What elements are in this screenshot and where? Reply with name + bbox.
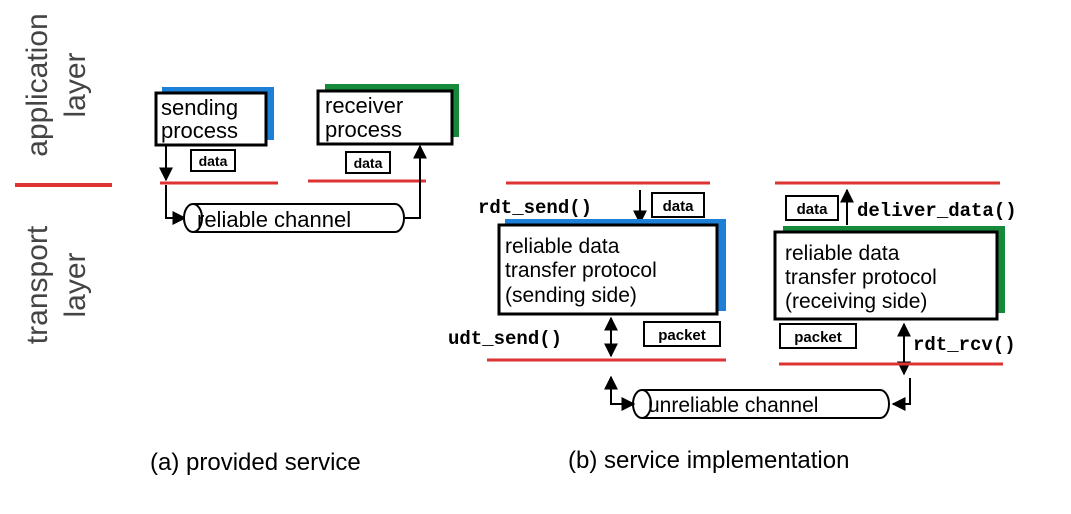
data-send-box xyxy=(651,192,705,218)
layer-labels: application layer transport layer xyxy=(15,13,112,344)
provided-service: sending process receiver process data da… xyxy=(150,84,459,476)
udt-send-label: udt_send() xyxy=(448,328,562,350)
sending-process-label-line1: sending xyxy=(161,95,238,120)
application-layer-label-line2: layer xyxy=(59,52,92,117)
rdt-send-label: rdt_send() xyxy=(478,197,592,219)
unreliable-channel-label: unreliable channel xyxy=(648,394,818,417)
into-channel-arrow xyxy=(165,185,187,225)
sender-protocol-box xyxy=(497,223,719,316)
unreliable-channel-pipe-end xyxy=(641,389,652,419)
channel-to-receiver-arrow xyxy=(891,378,911,411)
sender-protocol-line2: transfer protocol xyxy=(505,259,657,282)
packet-rcv-label: packet xyxy=(794,329,842,346)
sender-protocol-line1: reliable data xyxy=(505,235,620,258)
receiver-process-label-line1: receiver xyxy=(325,93,403,118)
sending-process-box xyxy=(154,91,268,147)
sending-process-label-line2: process xyxy=(161,118,238,143)
receiver-protocol-line1: reliable data xyxy=(785,242,900,265)
application-layer-label-line1: application xyxy=(21,13,54,156)
data-in-box xyxy=(345,151,391,174)
reliable-channel-label: reliable channel xyxy=(197,207,351,232)
transport-layer-label-line2: layer xyxy=(59,252,92,317)
receiver-protocol-line3: (receiving side) xyxy=(785,290,927,313)
sender-to-channel-arrow xyxy=(604,375,636,411)
data-deliver-label: data xyxy=(797,201,829,218)
service-implementation: rdt_send() data reliable data transfer p… xyxy=(448,181,1017,474)
data-out-box xyxy=(190,149,236,172)
receiver-process-box xyxy=(316,89,454,146)
transport-layer-label-line1: transport xyxy=(21,225,54,344)
provided-service-caption: (a) provided service xyxy=(150,449,361,476)
out-of-channel-arrow xyxy=(405,144,427,219)
service-implementation-caption: (b) service implementation xyxy=(568,447,849,474)
packet-send-label: packet xyxy=(658,327,706,344)
rdt-rcv-label: rdt_rcv() xyxy=(913,334,1016,356)
data-send-label: data xyxy=(663,198,695,215)
data-deliver-box xyxy=(785,195,839,221)
receiver-protocol-box xyxy=(773,230,999,321)
receiver-protocol-line2: transfer protocol xyxy=(785,266,937,289)
packet-rcv-box xyxy=(779,323,857,349)
sender-protocol-line3: (sending side) xyxy=(505,284,637,307)
deliver-data-label: deliver_data() xyxy=(857,200,1017,222)
receiver-process-label-line2: process xyxy=(325,117,402,142)
reliable-channel-pipe-end xyxy=(192,203,203,233)
packet-send-box xyxy=(643,321,721,347)
data-out-label: data xyxy=(199,153,228,169)
reliable-channel-pipe xyxy=(183,203,405,233)
data-in-label: data xyxy=(354,155,383,171)
